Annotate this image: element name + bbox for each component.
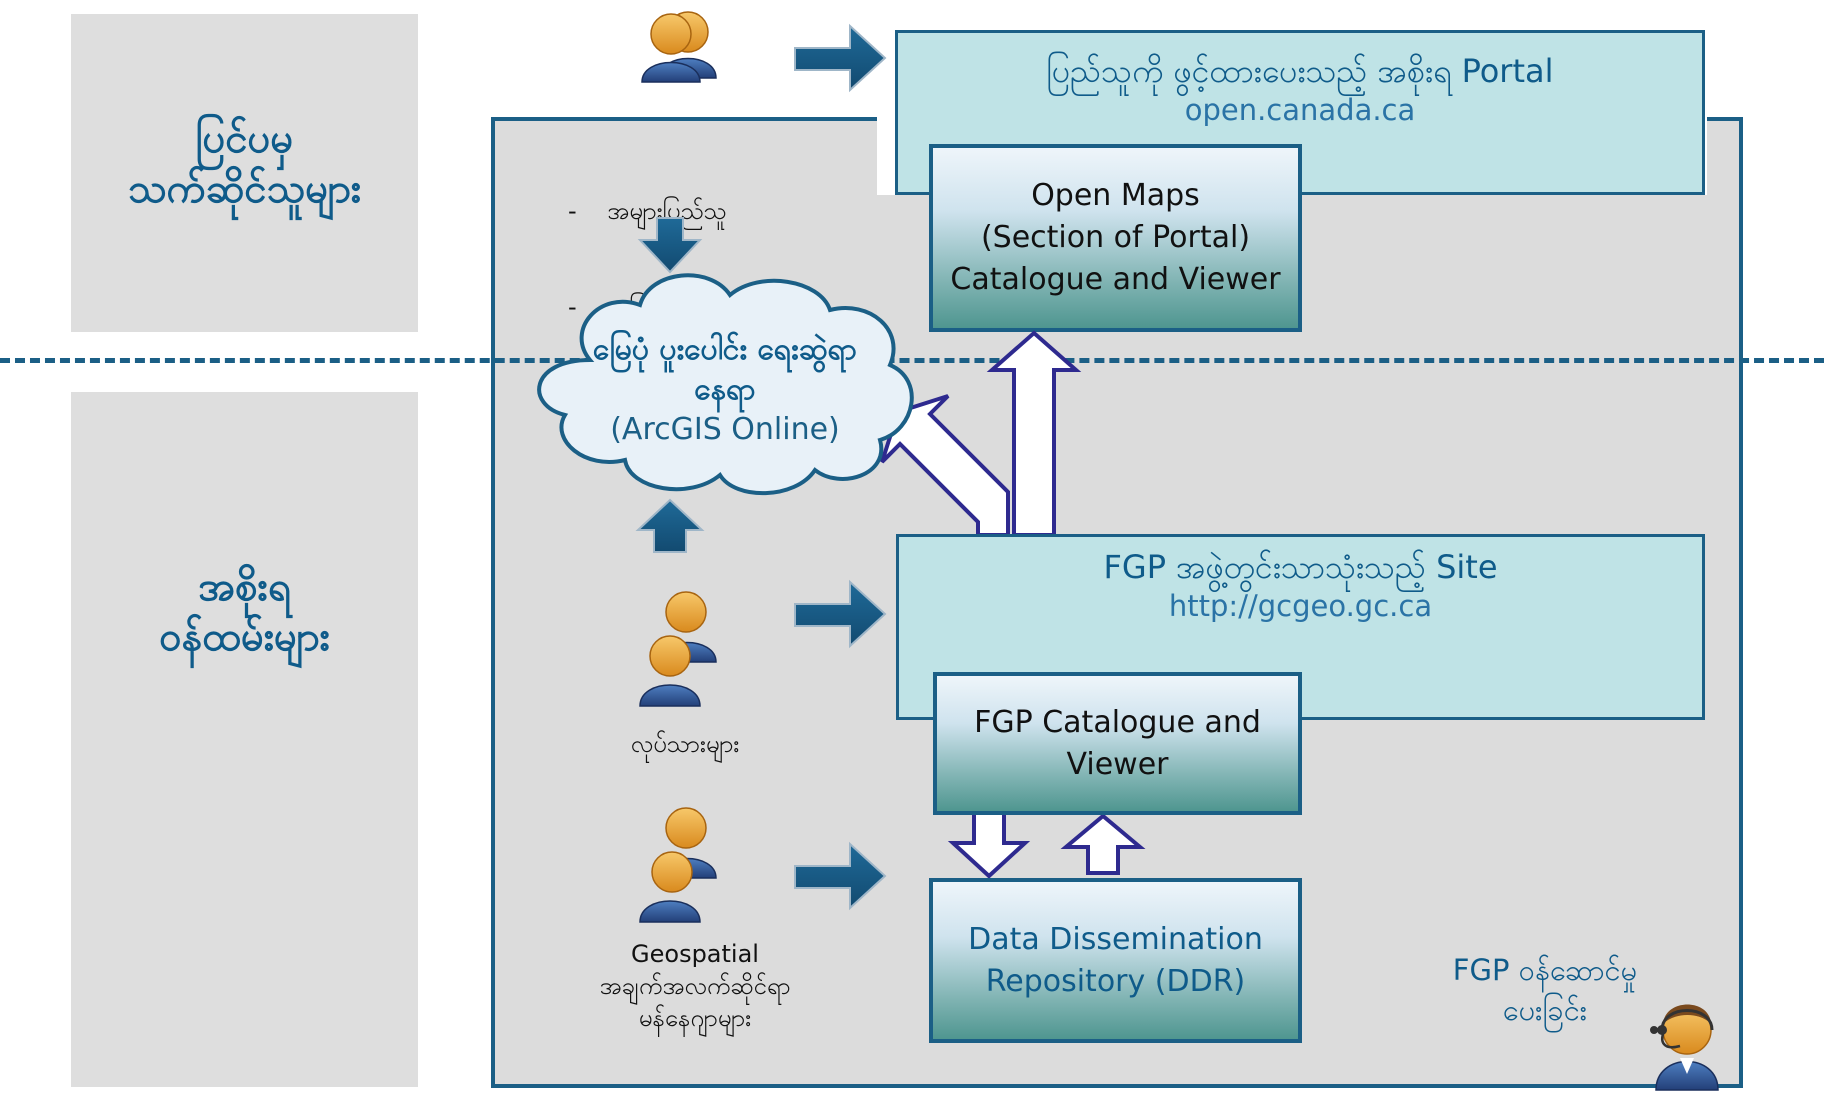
workers-label: လုပ်သားများ bbox=[630, 730, 740, 758]
fgp-catalogue-line1: FGP Catalogue and bbox=[974, 704, 1261, 740]
government-staff-title: အစိုးရ ဝန်ထမ်းများ bbox=[159, 564, 330, 660]
cloud-label: မြေပုံ ပူးပေါင်း ရေးဆွဲရာ နေရာ (ArcGIS O… bbox=[560, 330, 890, 450]
open-maps-line1: Open Maps bbox=[1031, 178, 1200, 213]
fgp-service-line2: ပေးခြင်း bbox=[1502, 993, 1588, 1027]
cloud-shape bbox=[537, 273, 914, 496]
public-portal-url[interactable]: open.canada.ca bbox=[1184, 93, 1416, 127]
workers-icon bbox=[639, 591, 717, 707]
arrow-right-public-to-portal bbox=[794, 23, 887, 93]
geospatial-managers-icon bbox=[639, 807, 717, 923]
cloud-line1: မြေပုံ ပူးပေါင်း ရေးဆွဲရာ bbox=[592, 332, 858, 367]
public-users-icon bbox=[641, 11, 717, 83]
ddr-line2: Repository (DDR) bbox=[985, 963, 1246, 999]
support-headset-icon bbox=[1650, 1004, 1719, 1091]
fgp-service-line1: FGP ဝန်ဆောင်မှု bbox=[1452, 953, 1638, 987]
open-maps-line2: (Section of Portal) bbox=[980, 220, 1251, 255]
geospatial-managers-label: Geospatial အချက်အလက်ဆိုင်ရာ မန်နေဂျာများ bbox=[560, 938, 830, 1034]
fgp-catalogue-line2: Viewer bbox=[1066, 746, 1169, 782]
ddr-box[interactable]: Data Dissemination Repository (DDR) bbox=[929, 878, 1302, 1043]
geospatial-line1: Geospatial bbox=[631, 940, 759, 968]
arrow-diagonal-site-to-cloud bbox=[880, 394, 1010, 537]
external-stakeholders-title: ပြင်ပမှ သက်ဆိုင်သူများ bbox=[127, 116, 362, 212]
arrow-up-site-to-openmaps bbox=[986, 330, 1082, 537]
government-staff-panel: အစိုးရ ဝန်ထမ်းများ bbox=[71, 392, 418, 1087]
arrow-down-audience-to-cloud bbox=[637, 217, 703, 274]
cloud-line2: နေရာ bbox=[694, 372, 756, 407]
arrow-right-managers-to-ddr bbox=[794, 841, 887, 911]
geospatial-line3: မန်နေဂျာများ bbox=[638, 1004, 752, 1032]
fgp-catalogue-viewer-box[interactable]: FGP Catalogue and Viewer bbox=[933, 672, 1302, 815]
fgp-internal-site-title: FGP အဖွဲ့တွင်းသာသုံးသည့် Site bbox=[1103, 548, 1498, 586]
boundary-dashed-line bbox=[0, 358, 1824, 363]
arrow-up-ddr-to-catalogue bbox=[1060, 813, 1146, 875]
fgp-service-label: FGP ဝန်ဆောင်မှု ပေးခြင်း bbox=[1400, 950, 1690, 1030]
ddr-line1: Data Dissemination bbox=[968, 921, 1263, 957]
arrow-down-catalogue-to-ddr bbox=[947, 810, 1031, 879]
external-stakeholders-panel: ပြင်ပမှ သက်ဆိုင်သူများ bbox=[71, 14, 418, 332]
public-portal-title: ပြည်သူကို ဖွင့်ထားပေးသည့် အစိုးရ Portal bbox=[1046, 52, 1554, 90]
arrow-right-workers-to-site bbox=[794, 579, 887, 649]
open-maps-box[interactable]: Open Maps (Section of Portal) Catalogue … bbox=[929, 144, 1302, 332]
arrow-up-workers-to-cloud bbox=[635, 498, 705, 553]
geospatial-line2: အချက်အလက်ဆိုင်ရာ bbox=[599, 972, 791, 1000]
fgp-internal-site-url[interactable]: http://gcgeo.gc.ca bbox=[1168, 589, 1433, 623]
cloud-line3: (ArcGIS Online) bbox=[610, 412, 840, 447]
open-maps-line3: Catalogue and Viewer bbox=[950, 262, 1281, 297]
